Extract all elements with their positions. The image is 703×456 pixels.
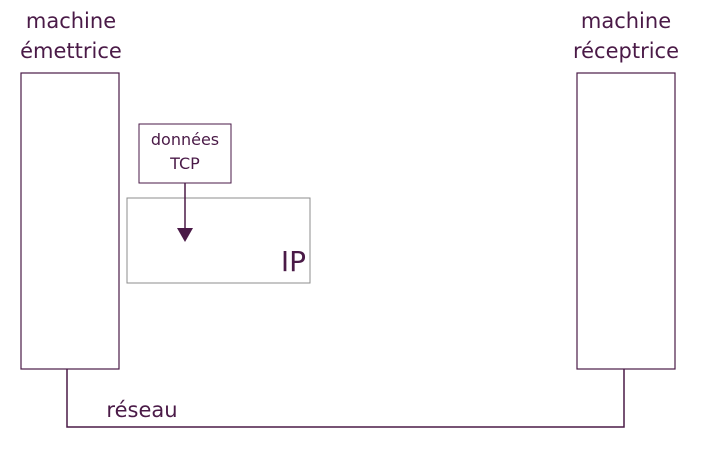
ip-box-label: IP: [280, 245, 306, 278]
receiver-title-line1: machine: [580, 9, 672, 33]
tcp-box-line2: TCP: [170, 154, 200, 173]
sender-machine-title: machine émettrice: [0, 6, 142, 66]
sender-title-line2: émettrice: [20, 39, 122, 63]
arrowhead-icon: [177, 228, 193, 242]
tcp-box-text: données TCP: [139, 128, 231, 176]
sender-title-line1: machine: [25, 9, 117, 33]
ip-box: [126, 197, 311, 284]
receiver-machine-title: machine réceptrice: [555, 6, 697, 66]
network-link: [66, 369, 625, 428]
sender-machine-box: [20, 72, 120, 370]
receiver-machine-box: [576, 72, 676, 370]
network-label: réseau: [106, 398, 178, 422]
receiver-title-line2: réceptrice: [572, 39, 680, 63]
tcp-box-line1: données: [150, 130, 220, 149]
